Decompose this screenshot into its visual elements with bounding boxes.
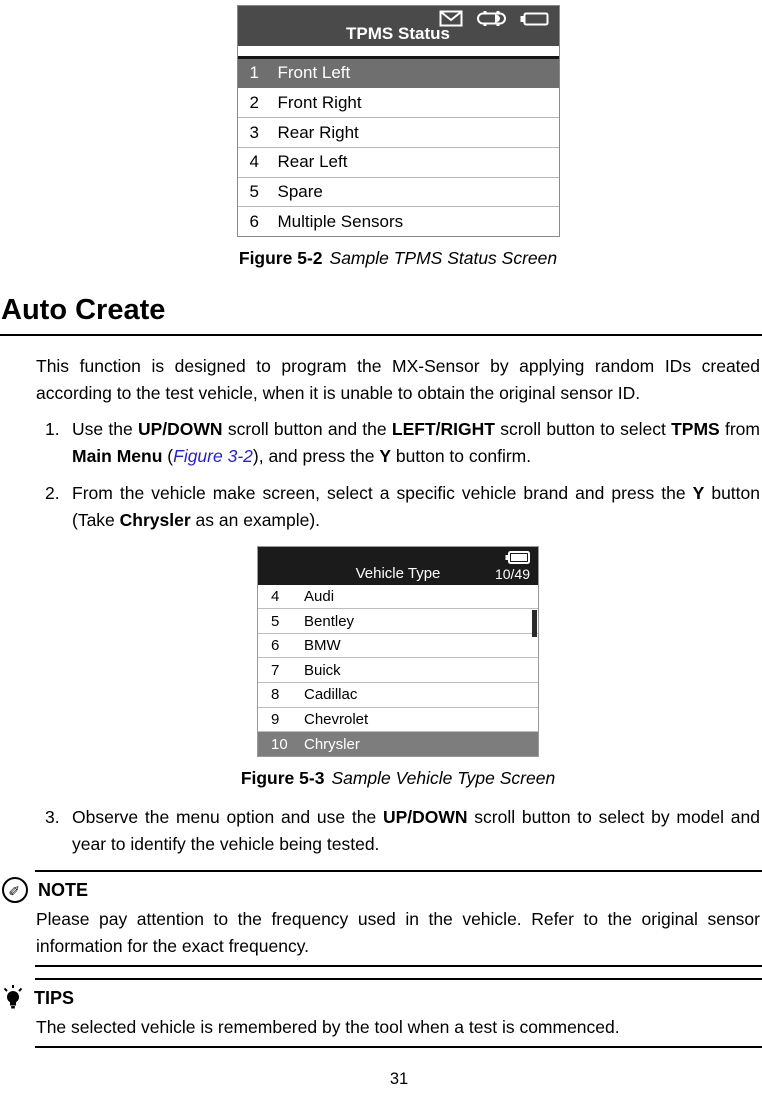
row-number: 4 [249, 152, 259, 172]
row-label: Chrysler [304, 735, 360, 753]
status-icon-bar [439, 10, 549, 27]
row-number: 10 [271, 735, 288, 753]
row-number: 7 [271, 661, 280, 679]
step-1-item: 1. Use the UP/DOWN scroll button and the… [45, 416, 760, 470]
row-label: Front Left [277, 63, 351, 83]
tpms-menu-list: 1 Front Left 2 Front Right 3 Rear Right … [237, 59, 559, 237]
caption-label: Figure 5-3 [240, 767, 325, 788]
row-label: Bentley [304, 612, 355, 630]
step-2-item: 2. From the vehicle make screen, select … [45, 480, 760, 534]
tips-text: The selected vehicle is remembered by th… [36, 1017, 620, 1038]
step-text: Use the UP/DOWN scroll button and the LE… [72, 419, 760, 467]
row-label: Front Right [277, 93, 362, 112]
item-counter: 10/49 [494, 565, 530, 582]
row-number: 5 [249, 182, 259, 202]
menu-row: 6 Multiple Sensors [237, 207, 559, 237]
menu-row: 7 Buick [258, 658, 538, 684]
screen-title: Vehicle Type [355, 564, 441, 582]
step-text: From the vehicle make screen, select a s… [72, 482, 760, 530]
row-label: BMW [304, 637, 341, 655]
menu-row: 10 Chrysler [258, 732, 538, 756]
figure-5-2-caption: Figure 5-2 Sample TPMS Status Screen [36, 248, 760, 269]
menu-row: 2 Front Right [237, 88, 559, 119]
row-label: Rear Right [277, 122, 359, 142]
step-3-item: 3. Observe the menu option and use the U… [45, 804, 760, 858]
menu-row: 3 Rear Right [237, 118, 559, 149]
step-text: Observe the menu option and use the UP/D… [72, 806, 760, 854]
figure-5-2-screenshot: TPMS Status 1 Front Left 2 Front Right 3… [36, 0, 760, 237]
caption-text: Sample Vehicle Type Screen [331, 767, 556, 788]
step-number: 2. [45, 482, 60, 503]
row-number: 3 [249, 122, 259, 142]
pencil-note-icon: ✎ [2, 877, 28, 903]
mail-icon [439, 10, 462, 27]
note-heading: NOTE [38, 879, 89, 900]
caption-text: Sample TPMS Status Screen [329, 248, 558, 268]
scrollbar-thumb [532, 609, 537, 637]
row-number: 2 [249, 93, 259, 112]
figure-3-2-link[interactable]: Figure 3-2 [173, 446, 253, 467]
tips-heading-row: TIPS [2, 985, 762, 1011]
menu-row: 8 Cadillac [258, 683, 538, 708]
row-label: Rear Left [277, 152, 348, 172]
tips-rule-bottom [35, 1046, 762, 1049]
row-number: 5 [271, 612, 280, 630]
row-label: Buick [304, 661, 341, 679]
menu-row: 5 Spare [237, 177, 559, 208]
row-number: 6 [249, 211, 259, 231]
menu-row: 1 Front Left [237, 59, 559, 89]
row-label: Audi [304, 588, 335, 606]
note-heading-row: ✎ NOTE [2, 877, 762, 903]
tpms-status-screen: TPMS Status 1 Front Left 2 Front Right 3… [236, 5, 560, 237]
vehicle-make-list: 4 Audi 5 Bentley 6 BMW 7 Buick 8 Cadilla… [258, 584, 538, 756]
menu-row: 9 Chevrolet [258, 707, 538, 733]
screen-header: TPMS Status [237, 6, 559, 46]
figure-5-3-caption: Figure 5-3 Sample Vehicle Type Screen [36, 768, 760, 789]
caption-label: Figure 5-2 [238, 248, 323, 268]
vehicle-type-screen: Vehicle Type 10/49 4 Audi 5 Bentley 6 BM… [257, 545, 539, 757]
lightbulb-tips-icon [3, 985, 23, 1009]
battery-icon [520, 12, 548, 25]
menu-row: 6 BMW [258, 633, 538, 659]
note-rule-bottom [35, 965, 762, 968]
row-number: 1 [249, 63, 259, 83]
battery-icon [505, 550, 530, 564]
vehicle-icon [476, 11, 506, 26]
row-number: 4 [271, 588, 280, 606]
screen-title: TPMS Status [346, 24, 450, 43]
row-number: 8 [271, 686, 280, 704]
note-rule-top [35, 870, 762, 872]
row-number: 9 [271, 710, 280, 728]
row-label: Spare [277, 182, 323, 202]
intro-paragraph: This function is designed to program the… [36, 356, 760, 404]
menu-row: 4 Audi [258, 584, 538, 610]
row-label: Chevrolet [304, 710, 369, 728]
row-label: Multiple Sensors [277, 211, 404, 231]
header-gap [237, 46, 559, 56]
step-number: 1. [45, 419, 60, 440]
note-text: Please pay attention to the frequency us… [36, 909, 760, 957]
figure-5-3-screenshot: Vehicle Type 10/49 4 Audi 5 Bentley 6 BM… [36, 534, 760, 757]
section-heading: Auto Create [0, 294, 762, 336]
header-separator [237, 56, 559, 59]
row-label: Cadillac [304, 686, 358, 704]
menu-row: 4 Rear Left [237, 148, 559, 178]
menu-row: 5 Bentley [258, 609, 538, 634]
step-number: 3. [45, 806, 60, 827]
tips-heading: TIPS [34, 987, 75, 1008]
screen-header: Vehicle Type 10/49 [258, 546, 538, 585]
callout-gap [0, 967, 762, 978]
row-number: 6 [271, 637, 280, 655]
tips-rule-top [35, 978, 762, 981]
page-number: 31 [389, 1070, 409, 1088]
